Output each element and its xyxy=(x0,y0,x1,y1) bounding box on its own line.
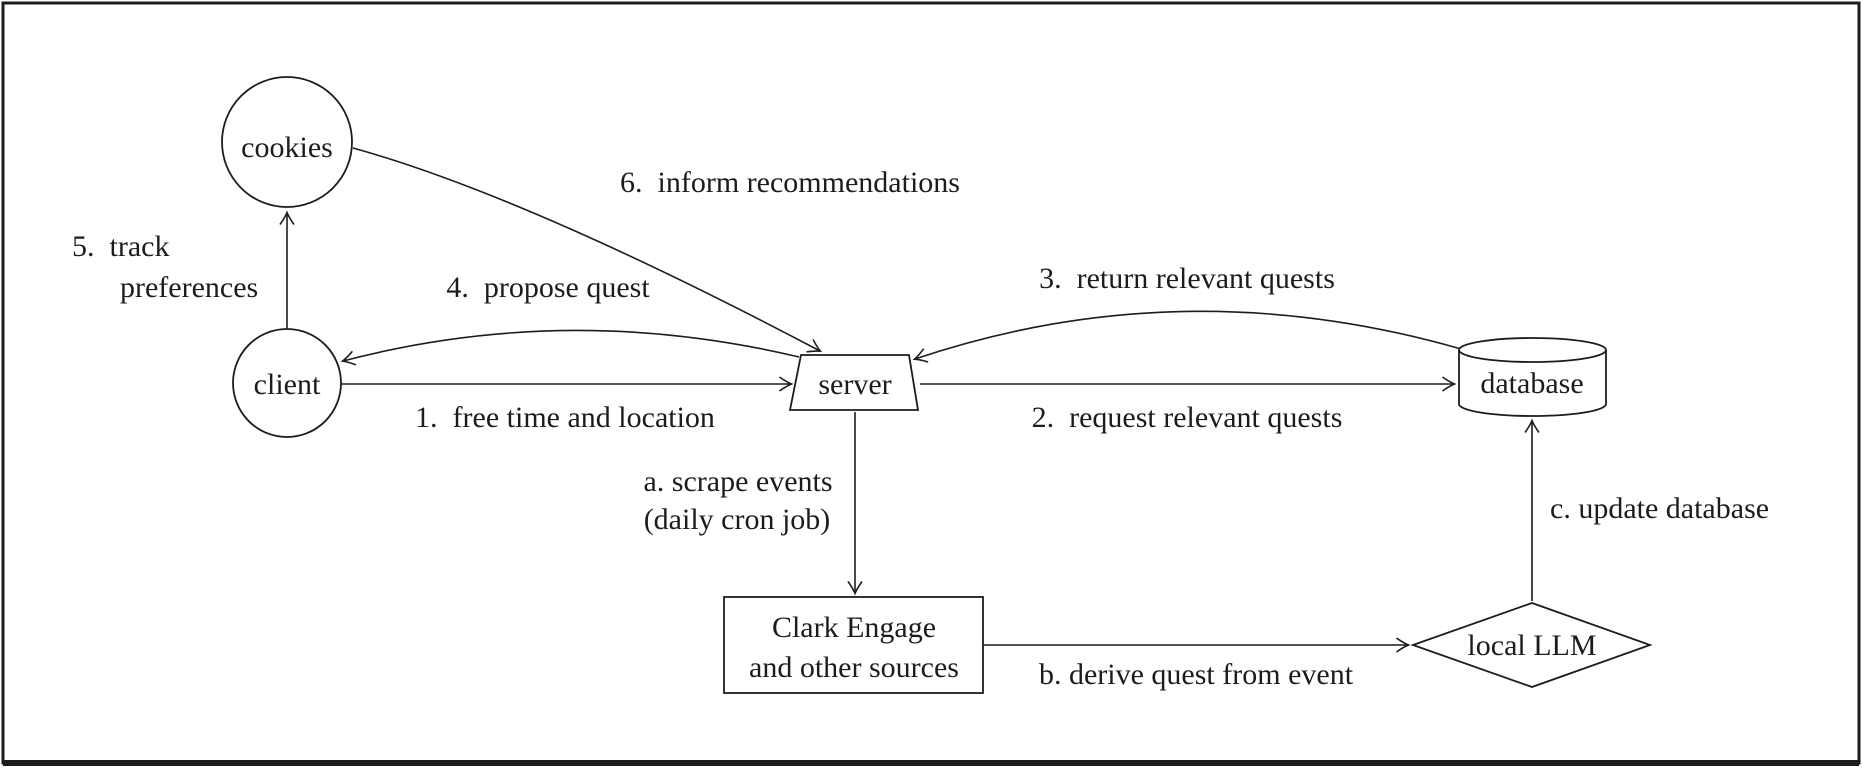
node-local-llm xyxy=(1410,602,1653,688)
label-step4: 4. propose quest xyxy=(446,271,650,304)
node-local-llm-label: local LLM xyxy=(1467,629,1596,662)
node-database-label: database xyxy=(1480,367,1583,400)
label-stepC: c. update database xyxy=(1550,492,1769,525)
node-cookies-label: cookies xyxy=(241,131,333,164)
node-sources-label-line2: and other sources xyxy=(749,651,959,684)
label-step2: 2. request relevant quests xyxy=(1032,401,1343,434)
node-client-label: client xyxy=(254,368,321,401)
label-step1: 1. free time and location xyxy=(415,401,715,434)
label-stepB: b. derive quest from event xyxy=(1039,658,1354,691)
node-cookies xyxy=(221,76,353,208)
label-step5-line2: preferences xyxy=(120,271,258,304)
node-server-label: server xyxy=(818,368,891,401)
node-server xyxy=(788,354,920,411)
edge-propose-quest xyxy=(343,329,800,361)
label-step5-line1: 5. track xyxy=(72,230,169,263)
label-step6: 6. inform recommendations xyxy=(620,166,960,199)
node-database-body xyxy=(1458,350,1607,417)
label-step3: 3. return relevant quests xyxy=(1039,262,1335,295)
node-sources xyxy=(723,596,984,694)
edge-inform-recommendations xyxy=(352,147,820,351)
node-sources-label-line1: Clark Engage xyxy=(772,611,936,644)
label-stepA-line1: a. scrape events xyxy=(643,465,832,498)
label-stepA-line2: (daily cron job) xyxy=(644,503,831,536)
node-database-top xyxy=(1458,337,1607,363)
edge-return-relevant-quests xyxy=(915,310,1462,359)
node-client xyxy=(232,328,342,438)
